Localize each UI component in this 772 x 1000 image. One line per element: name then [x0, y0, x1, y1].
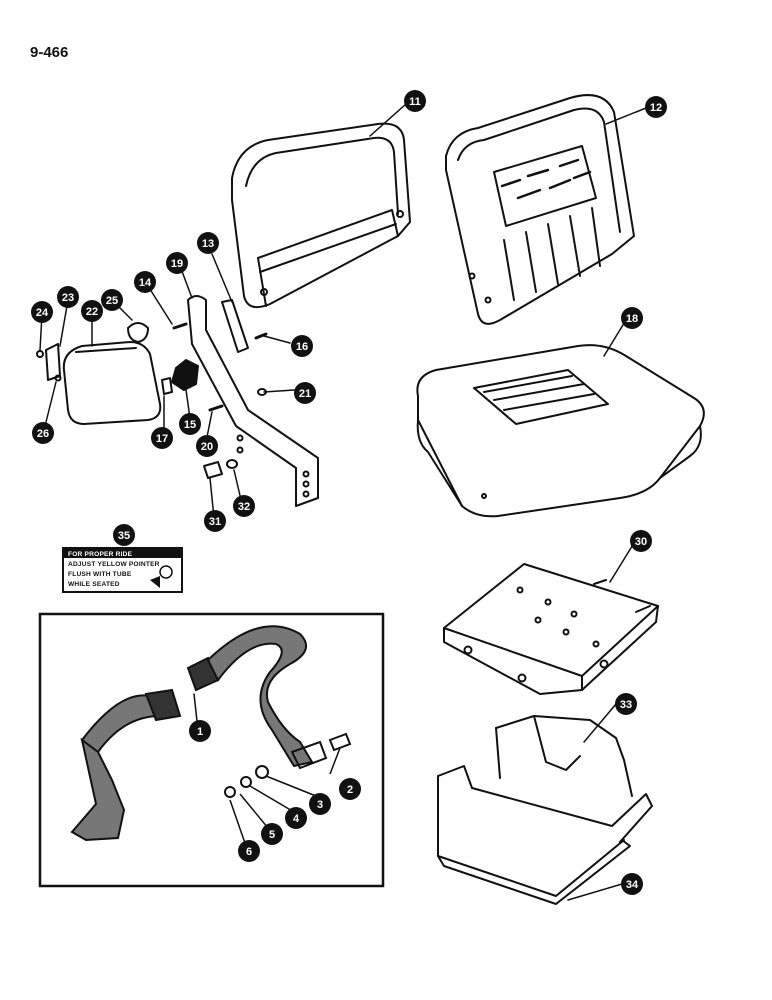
svg-text:20: 20 — [201, 441, 213, 453]
seat-belt-inset — [38, 612, 385, 888]
svg-text:31: 31 — [209, 516, 221, 528]
callout-18: 18 — [621, 307, 643, 329]
svg-text:17: 17 — [156, 433, 168, 445]
decal-line-2: ADJUST YELLOW POINTER — [68, 561, 160, 568]
callout-33: 33 — [615, 693, 637, 715]
callout-2: 2 — [339, 778, 361, 800]
callout-20: 20 — [196, 435, 218, 457]
svg-text:23: 23 — [62, 292, 74, 304]
seat-suspension — [443, 563, 659, 695]
callout-35: 35 — [113, 524, 135, 546]
callout-5: 5 — [261, 823, 283, 845]
callout-21: 21 — [294, 382, 316, 404]
callout-17: 17 — [151, 427, 173, 449]
svg-text:33: 33 — [620, 699, 632, 711]
callout-15: 15 — [179, 413, 201, 435]
callout-13: 13 — [197, 232, 219, 254]
svg-text:13: 13 — [202, 238, 214, 250]
callout-34: 34 — [621, 873, 643, 895]
svg-text:1: 1 — [197, 726, 203, 738]
callout-32: 32 — [233, 495, 255, 517]
callout-16: 16 — [291, 335, 313, 357]
suspension-boot — [437, 715, 653, 905]
svg-text:16: 16 — [296, 341, 308, 353]
decal-line-1: FOR PROPER RIDE — [68, 551, 133, 558]
svg-text:34: 34 — [626, 879, 639, 891]
callout-14: 14 — [134, 271, 156, 293]
seat-cushion — [416, 344, 705, 518]
callout-23: 23 — [57, 286, 79, 308]
callout-24: 24 — [31, 301, 53, 323]
svg-text:18: 18 — [626, 313, 638, 325]
svg-text:6: 6 — [246, 846, 252, 858]
pointer-arrow-icon — [150, 576, 160, 588]
callout-19: 19 — [166, 252, 188, 274]
svg-text:12: 12 — [650, 102, 662, 114]
svg-text:11: 11 — [409, 96, 421, 108]
svg-text:4: 4 — [293, 813, 300, 825]
callout-12: 12 — [645, 96, 667, 118]
svg-text:21: 21 — [299, 388, 311, 400]
svg-text:15: 15 — [184, 419, 196, 431]
svg-text:25: 25 — [106, 295, 118, 307]
page-number: 9-466 — [30, 44, 69, 61]
callout-26: 26 — [32, 422, 54, 444]
svg-text:19: 19 — [171, 258, 183, 270]
callout-4: 4 — [285, 807, 307, 829]
svg-text:30: 30 — [635, 536, 647, 548]
back-cushion-rear — [231, 122, 411, 309]
decal-line-3: FLUSH WITH TUBE — [68, 571, 132, 578]
callout-31: 31 — [204, 510, 226, 532]
svg-text:26: 26 — [37, 428, 49, 440]
decal-line-4: WHILE SEATED — [68, 581, 120, 588]
pointer-circle-icon — [159, 565, 173, 579]
svg-text:5: 5 — [269, 829, 275, 841]
callout-30: 30 — [630, 530, 652, 552]
svg-text:24: 24 — [36, 307, 49, 319]
callout-1: 1 — [189, 720, 211, 742]
svg-text:35: 35 — [118, 530, 130, 542]
svg-text:3: 3 — [317, 799, 323, 811]
callout-6: 6 — [238, 840, 260, 862]
svg-text:32: 32 — [238, 501, 250, 513]
svg-text:14: 14 — [139, 277, 152, 289]
svg-text:22: 22 — [86, 306, 98, 318]
armrest-assembly — [36, 295, 319, 507]
callout-3: 3 — [309, 793, 331, 815]
svg-text:2: 2 — [347, 784, 353, 796]
back-cushion-front — [445, 94, 635, 325]
callout-11: 11 — [404, 90, 426, 112]
callout-25: 25 — [101, 289, 123, 311]
callout-22: 22 — [81, 300, 103, 322]
ride-decal: FOR PROPER RIDE ADJUST YELLOW POINTER FL… — [62, 547, 183, 593]
